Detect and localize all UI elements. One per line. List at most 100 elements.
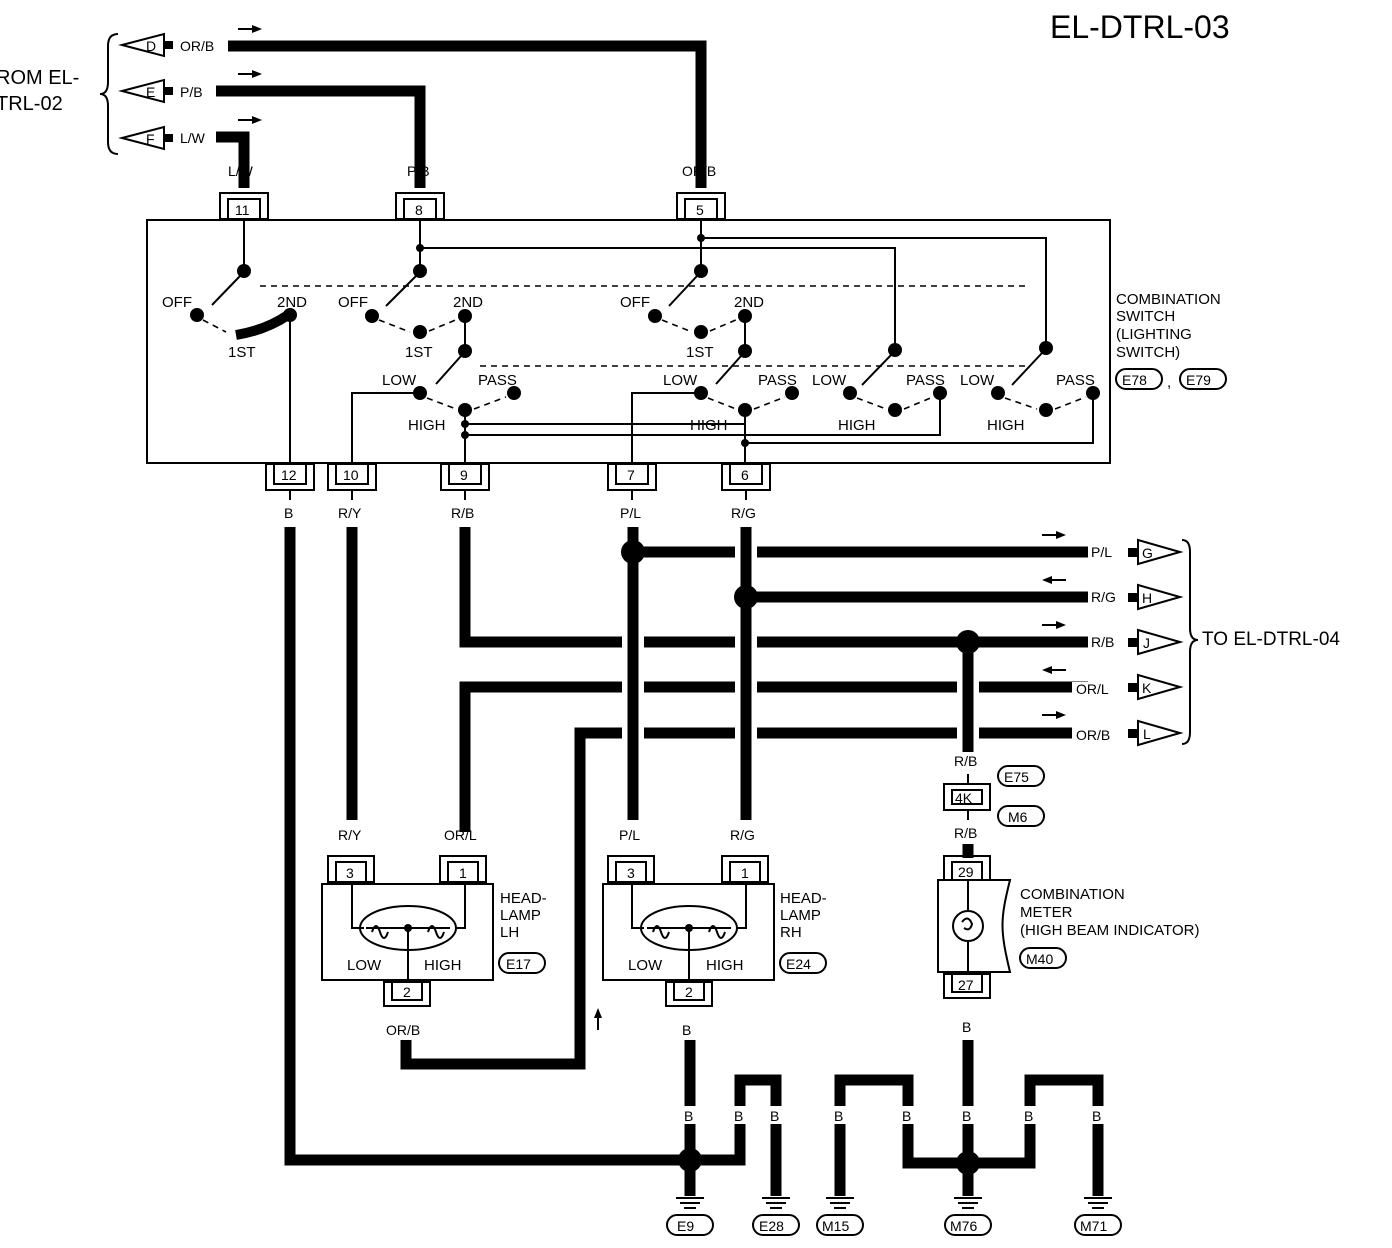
meter-title-1: COMBINATION bbox=[1020, 886, 1125, 903]
svg-text:E17: E17 bbox=[506, 956, 531, 972]
svg-text:B: B bbox=[962, 1108, 971, 1124]
from-label-line1: ROM EL- bbox=[0, 67, 79, 89]
svg-text:HIGH: HIGH bbox=[424, 957, 462, 974]
svg-text:B: B bbox=[1092, 1108, 1101, 1124]
svg-text:8: 8 bbox=[415, 202, 423, 218]
headlamp-lh-title-1: HEAD- bbox=[500, 890, 547, 907]
svg-text:2ND: 2ND bbox=[277, 294, 307, 311]
svg-text:E: E bbox=[146, 84, 155, 100]
meter-title-3: (HIGH BEAM INDICATOR) bbox=[1020, 922, 1199, 939]
svg-text:3: 3 bbox=[346, 865, 354, 881]
svg-text:D: D bbox=[146, 38, 156, 54]
joint-connector-m6: M6 bbox=[997, 805, 1045, 827]
wire-label-out-l-2: OR/B bbox=[1076, 727, 1110, 743]
svg-text:2ND: 2ND bbox=[453, 294, 483, 311]
out-connector-l: L bbox=[1128, 719, 1184, 747]
svg-text:PASS: PASS bbox=[478, 372, 517, 389]
svg-text:3: 3 bbox=[627, 865, 635, 881]
wire-label-rb-joint-bottom: R/B bbox=[954, 825, 977, 841]
out-label-bg bbox=[1088, 544, 1128, 740]
wire-label-b-sw: B bbox=[284, 505, 293, 521]
switch-pin-12: 12 bbox=[265, 463, 315, 491]
headlamp-rh-title-3: RH bbox=[780, 924, 802, 941]
headlamp-rh-title-1: HEAD- bbox=[780, 890, 827, 907]
meter-connector-m40: M40 bbox=[1019, 947, 1067, 969]
out-connector-j: J bbox=[1128, 628, 1184, 656]
wire-label-ry-lamp: R/Y bbox=[338, 827, 362, 843]
ground-symbol-e9: E9 bbox=[666, 1197, 714, 1236]
svg-text:E9: E9 bbox=[677, 1218, 694, 1234]
svg-text:B: B bbox=[770, 1108, 779, 1124]
svg-text:H: H bbox=[1142, 590, 1152, 606]
headlamp-lh: 3 1 2 LOW HIGH bbox=[321, 855, 494, 1007]
wire-label-rb-joint-top: R/B bbox=[954, 753, 977, 769]
wire-label-out-k-2: OR/L bbox=[1076, 681, 1109, 697]
svg-text:M76: M76 bbox=[950, 1218, 977, 1234]
switch-connector-e78: E78 bbox=[1115, 368, 1163, 390]
wire-label-b-meter: B bbox=[962, 1019, 971, 1035]
out-label-bg-l bbox=[1072, 727, 1126, 745]
out-connector-g: G bbox=[1128, 538, 1184, 566]
svg-text:OFF: OFF bbox=[620, 294, 650, 311]
svg-text:PASS: PASS bbox=[1056, 372, 1095, 389]
svg-text:E75: E75 bbox=[1004, 769, 1029, 785]
switch-connector-separator: , bbox=[1167, 374, 1171, 391]
in-connector-d: D bbox=[118, 32, 173, 58]
svg-text:M6: M6 bbox=[1008, 809, 1028, 825]
svg-text:LOW: LOW bbox=[812, 372, 847, 389]
headlamp-lh-title-3: LH bbox=[500, 924, 519, 941]
out-label-bg-k bbox=[1072, 682, 1126, 700]
switch-title-line4: SWITCH) bbox=[1116, 344, 1180, 361]
wire-label-orb-top: OR/B bbox=[682, 163, 716, 179]
headlamp-rh-title-2: LAMP bbox=[780, 907, 821, 924]
flow-arrows-right bbox=[594, 531, 1066, 1030]
svg-text:HIGH: HIGH bbox=[706, 957, 744, 974]
wire-label-rg-lamp: R/G bbox=[730, 827, 755, 843]
switch-pin-7: 7 bbox=[607, 463, 657, 491]
wire-label-ry-sw: R/Y bbox=[338, 505, 362, 521]
switch-pin-11: 11 bbox=[219, 192, 269, 220]
svg-text:2: 2 bbox=[685, 984, 693, 1000]
headlamp-rh: 3 1 2 LOW HIGH bbox=[602, 855, 775, 1007]
switch-pin-8: 8 bbox=[395, 192, 445, 220]
wire-label-pl-lamp: P/L bbox=[619, 827, 640, 843]
svg-text:LOW: LOW bbox=[960, 372, 995, 389]
svg-text:6: 6 bbox=[741, 467, 749, 483]
switch-pin-6: 6 bbox=[721, 463, 771, 491]
wire-label-out-j: R/B bbox=[1091, 634, 1114, 650]
ground-symbol-m71: M71 bbox=[1074, 1197, 1122, 1236]
svg-text:2: 2 bbox=[403, 984, 411, 1000]
svg-text:HIGH: HIGH bbox=[987, 417, 1025, 434]
svg-text:LOW: LOW bbox=[347, 957, 382, 974]
wire-label-orb-lamp: OR/B bbox=[386, 1022, 420, 1038]
svg-text:OFF: OFF bbox=[162, 294, 192, 311]
svg-text:OFF: OFF bbox=[338, 294, 368, 311]
from-brace bbox=[99, 33, 119, 155]
wire-label-rb-sw: R/B bbox=[451, 505, 474, 521]
in-connector-e: E bbox=[118, 78, 173, 104]
wire-label-b-lamp-rh: B bbox=[682, 1022, 691, 1038]
switch-connector-e79: E79 bbox=[1179, 368, 1227, 390]
switch-title-line3: (LIGHTING bbox=[1116, 326, 1192, 343]
svg-text:G: G bbox=[1142, 545, 1153, 561]
svg-text:M15: M15 bbox=[822, 1218, 849, 1234]
wire-label-pb: P/B bbox=[407, 163, 430, 179]
svg-text:HIGH: HIGH bbox=[408, 417, 446, 434]
svg-text:E28: E28 bbox=[759, 1218, 784, 1234]
svg-text:4K: 4K bbox=[955, 790, 973, 806]
svg-text:1ST: 1ST bbox=[228, 344, 256, 361]
combination-meter: 29 27 bbox=[937, 855, 1012, 999]
svg-text:PASS: PASS bbox=[758, 372, 797, 389]
out-connector-h: H bbox=[1128, 583, 1184, 611]
wire-label-in-f: L/W bbox=[180, 130, 206, 146]
from-label-line2: TRL-02 bbox=[0, 93, 63, 115]
svg-text:1: 1 bbox=[741, 865, 749, 881]
switch-pin-stubs bbox=[289, 490, 747, 500]
wire-label-out-g: P/L bbox=[1091, 544, 1112, 560]
svg-text:B: B bbox=[902, 1108, 911, 1124]
wire-label-orl-lamp: OR/L bbox=[444, 827, 477, 843]
svg-text:PASS: PASS bbox=[906, 372, 945, 389]
wiring-lower bbox=[284, 527, 1090, 1166]
svg-text:1ST: 1ST bbox=[405, 344, 433, 361]
svg-text:B: B bbox=[834, 1108, 843, 1124]
